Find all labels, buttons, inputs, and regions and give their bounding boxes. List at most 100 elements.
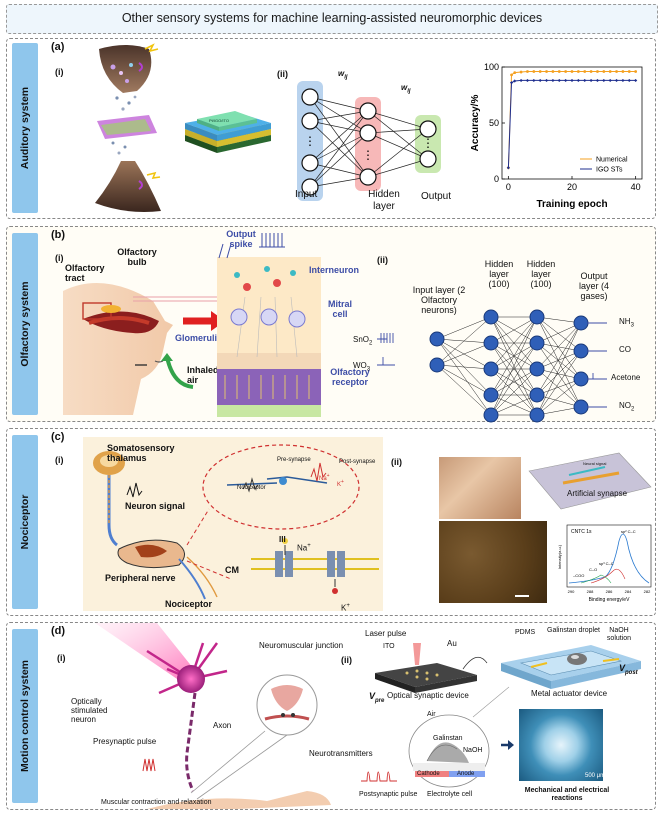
- series-point: [576, 78, 580, 83]
- label-somatosensory-thalamus: Somatosensory thalamus: [107, 443, 175, 463]
- label-vpost: Vpost: [619, 663, 638, 676]
- panel-letter-d: (d): [51, 625, 66, 637]
- label-olfactory-receptor: Olfactory receptor: [330, 367, 370, 387]
- label-anode: Anode: [457, 771, 475, 777]
- y-tick-label: 0: [494, 174, 499, 184]
- label-interneuron: Interneuron: [309, 265, 360, 275]
- xps-tick-label: 286: [606, 589, 613, 594]
- nn-hidden-label: Hidden layer: [368, 189, 400, 212]
- artificial-synapse-diagram: Neural signal: [528, 452, 652, 510]
- label-metal-actuator: Metal actuator device: [531, 689, 608, 698]
- legend-label: IGO STs: [596, 167, 623, 174]
- series-point: [513, 71, 517, 74]
- series-point: [596, 70, 599, 73]
- panel-letter-c: (c): [51, 431, 65, 443]
- series-point: [525, 78, 530, 83]
- label-cathode: Cathode: [417, 771, 440, 777]
- svg-text:⋮: ⋮: [362, 148, 374, 162]
- label-cm: CM: [225, 565, 239, 575]
- nn-node: [483, 361, 499, 377]
- nn-node: [529, 361, 545, 377]
- series-point: [532, 78, 536, 83]
- label-naoh: NaOH: [463, 747, 483, 754]
- series-point: [564, 78, 568, 83]
- series-point: [589, 78, 593, 83]
- afm-photo: [439, 521, 547, 603]
- nn-node: [573, 399, 589, 415]
- side-label-olfactory: Olfactory system: [12, 233, 38, 415]
- label-olfactory-tract: Olfactory tract: [65, 263, 105, 283]
- ear-illustration: [95, 43, 161, 212]
- nn-output-label: Output: [421, 191, 452, 202]
- subpanel-c-i: (i): [55, 455, 64, 465]
- skin-photo: [439, 457, 521, 519]
- label-na-small: Na+: [319, 473, 330, 482]
- x-tick-label: 20: [567, 182, 577, 192]
- series-point: [519, 70, 523, 74]
- label-glomeruli: Glomeruli: [175, 333, 218, 343]
- label-vpre: Vpre: [369, 691, 385, 704]
- xps-tick-label: 290: [568, 589, 575, 594]
- neural-network-olfactory: [377, 309, 607, 423]
- series-point: [544, 78, 549, 83]
- droplet-photo: [519, 709, 603, 781]
- xps-tick-label: 284: [625, 589, 632, 594]
- label-au: Au: [447, 639, 457, 648]
- series-point: [509, 81, 514, 85]
- series-line-0: [507, 71, 636, 168]
- layered-device-illustration: Pt/IGO/ITO: [185, 111, 271, 153]
- weight-label-1: wij: [338, 69, 348, 81]
- label-nociceptor-small: Nociceptor: [237, 485, 266, 491]
- nn-node: [573, 371, 589, 387]
- series-point: [583, 70, 587, 73]
- afm-scale-bar: [515, 595, 529, 597]
- label-pdms: PDMS: [515, 629, 536, 636]
- nn-olf-out-co: CO: [619, 345, 631, 354]
- nn-olf-hidden2-label: Hidden layer (100): [526, 259, 556, 289]
- nn-node: [573, 343, 589, 359]
- nn-olf-out-no2: NO2: [619, 401, 635, 413]
- x-tick-label: 0: [506, 182, 511, 192]
- series-point: [545, 70, 548, 73]
- banner-title: Other sensory systems for machine learni…: [121, 11, 543, 25]
- nn-node: [483, 407, 499, 423]
- xps-title: CNTC 1s: [571, 529, 592, 535]
- panel-letter-b: (b): [51, 229, 66, 241]
- label-ito: ITO: [383, 643, 395, 650]
- panel-nociceptor: Nociceptor (c) (i) (ii): [6, 428, 656, 616]
- label-scale-bar: 500 μm: [585, 773, 606, 779]
- device-layer-label: Pt/IGO/ITO: [209, 118, 229, 123]
- chart-xlabel: Training epoch: [536, 199, 607, 210]
- label-laser-pulse: Laser pulse: [365, 629, 407, 638]
- xps-co-label: C–O: [589, 567, 597, 572]
- label-k-ion: K+: [341, 603, 350, 613]
- panel-olfactory: Olfactory system (b) (i) (ii): [6, 226, 656, 423]
- nn-node: [529, 387, 545, 403]
- series-point: [551, 78, 555, 83]
- olfactory-tissue-illustration: [217, 243, 321, 417]
- label-na-ion: Na+: [297, 543, 311, 553]
- series-point: [538, 70, 542, 73]
- side-label-nociceptor: Nociceptor: [12, 435, 38, 609]
- chart-ylabel: Accuracy/%: [470, 95, 481, 152]
- series-point: [627, 70, 631, 73]
- neural-signal-tag: Neural signal: [583, 461, 606, 466]
- label-optically-stimulated: Optically stimulated neuron: [71, 697, 108, 724]
- figure-banner: Other sensory systems for machine learni…: [6, 4, 658, 34]
- label-postsynaptic-pulse: Postsynaptic pulse: [359, 791, 418, 798]
- label-naoh-solution: NaOH solution: [606, 627, 632, 642]
- series-line-1: [507, 79, 636, 168]
- subpanel-d-ii: (ii): [341, 655, 352, 665]
- series-point: [634, 78, 638, 83]
- svg-text:⋮: ⋮: [304, 134, 316, 148]
- series-point: [608, 78, 612, 83]
- panel-letter-a: (a): [51, 41, 65, 53]
- label-axon: Axon: [213, 721, 232, 730]
- label-nociceptor: Nociceptor: [165, 599, 213, 609]
- label-electrolyte-cell: Electrolyte cell: [427, 791, 473, 798]
- postsynaptic-pulse-trace: [361, 771, 397, 782]
- xps-xlabel: Binding energy/eV: [589, 597, 631, 603]
- series-point: [506, 166, 510, 170]
